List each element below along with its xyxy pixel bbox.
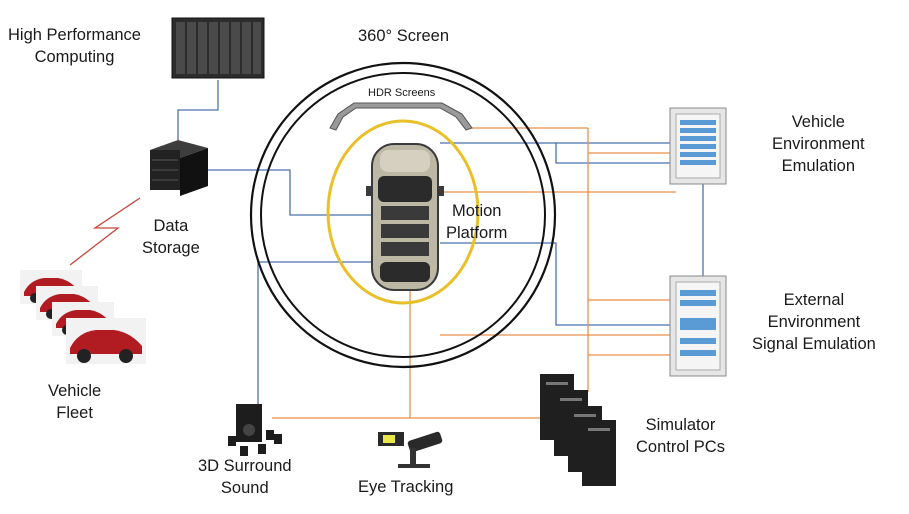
orange-connections [272, 127, 676, 419]
motion-platform-ring [326, 119, 480, 305]
external-env-rack-image [669, 275, 727, 377]
inner-ring [260, 72, 546, 358]
external-env-label-line3: Signal Emulation [752, 335, 876, 353]
data-storage-label-line1: Data [153, 217, 189, 235]
vehicle-env-label-line3: Emulation [781, 157, 855, 175]
vehicle-top-view-image [366, 143, 444, 291]
eye-tracking-label: Eye Tracking [358, 478, 454, 496]
data-storage-label: Data Storage [142, 215, 200, 259]
vehicle-fleet-label-line1: Vehicle [48, 382, 102, 400]
hdr-screens-label: HDR Screens [368, 87, 436, 99]
data-storage-label-line2: Storage [142, 239, 200, 257]
vehicle-fleet-label-line2: Fleet [56, 404, 93, 422]
wireless-link [69, 197, 141, 266]
simulator-pcs-label: Simulator Control PCs [636, 414, 725, 458]
eye-tracking-image [378, 431, 443, 468]
hpc-label: High Performance Computing [8, 24, 141, 68]
platform-to-external-env-link [440, 242, 676, 326]
platform-to-vehicle-env-link [440, 142, 676, 164]
simulator-pcs-label-line1: Simulator [645, 416, 716, 434]
vehicle-fleet-label: Vehicle Fleet [48, 380, 101, 424]
external-env-label-line1: External [783, 291, 845, 309]
surround-sound-label-line2: Sound [220, 479, 269, 497]
simulator-pcs-image [540, 374, 616, 486]
external-env-label: External Environment Signal Emulation [752, 289, 876, 355]
blue-connections [177, 80, 704, 405]
hpc-to-storage-link [177, 80, 219, 140]
surround-sound-label: 3D Surround Sound [198, 455, 292, 499]
storage-to-platform-link [208, 169, 372, 216]
vehicle-fleet-image [20, 270, 146, 364]
screen-360-label: 360° Screen [358, 27, 449, 45]
vehicle-env-label-line1: Vehicle [791, 113, 845, 131]
hdr-screens-graphic [329, 102, 473, 131]
outer-ring [249, 61, 557, 369]
vehicle-env-label: Vehicle Environment Emulation [772, 111, 865, 177]
hpc-label-line2: Computing [34, 48, 115, 66]
surround-sound-image [228, 404, 282, 456]
vehicle-env-rack-image [669, 107, 727, 185]
vehicle-env-label-line2: Environment [772, 135, 865, 153]
simulator-pcs-label-line2: Control PCs [636, 438, 725, 456]
motion-platform-label-line2: Platform [446, 224, 508, 242]
screen-360-rings [249, 61, 557, 369]
surround-sound-label-line1: 3D Surround [198, 457, 292, 475]
hpc-label-line1: High Performance [8, 26, 141, 44]
external-env-label-line2: Environment [767, 313, 861, 331]
motion-platform-label-line1: Motion [451, 202, 502, 220]
hpc-server-image [171, 17, 265, 79]
motion-platform-label: Motion Platform [446, 200, 507, 244]
data-storage-image [150, 140, 208, 196]
